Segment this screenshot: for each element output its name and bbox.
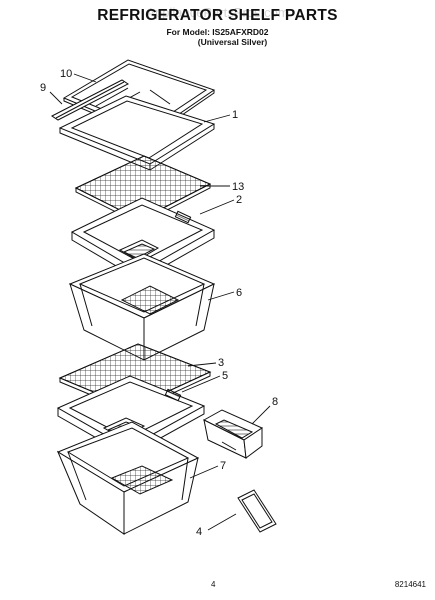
document-code: 8214641: [394, 580, 426, 589]
part-7-lower-drawer: [56, 421, 200, 535]
callout-5: 5: [222, 370, 228, 382]
callout-6: 6: [236, 287, 242, 299]
part-9-trim: [51, 79, 129, 121]
callout-3: 3: [218, 357, 224, 369]
page-number: 4: [211, 580, 216, 589]
callout-7: 7: [220, 460, 226, 472]
part-4-plate: [237, 489, 277, 533]
part-1-shelf-frame: [58, 95, 216, 171]
callout-2: 2: [236, 194, 242, 206]
part-2-cover-frame: [70, 197, 216, 281]
leader-lines: [49, 73, 271, 531]
callout-10: 10: [60, 68, 72, 80]
watermark: AppliancePartsPros.com: [146, 5, 289, 20]
callout-1: 1: [232, 109, 238, 121]
callout-13: 13: [232, 181, 244, 193]
model-line: For Model: IS25AFXRD02: [166, 27, 269, 37]
part-8-bin: [202, 409, 264, 459]
callout-4: 4: [196, 526, 202, 538]
page-title: REFRIGERATOR SHELF PARTS: [97, 7, 338, 24]
part-6-upper-drawer: [68, 253, 216, 361]
callout-8: 8: [272, 396, 278, 408]
color-line: (Universal Silver): [197, 37, 268, 47]
callout-9: 9: [40, 82, 46, 94]
